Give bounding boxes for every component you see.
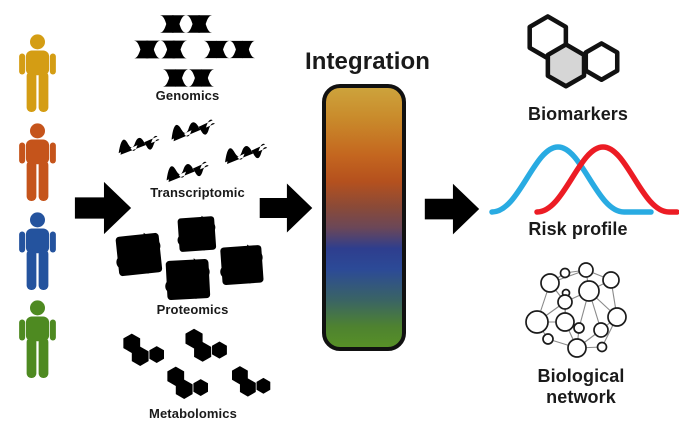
metabolomics-label: Metabolomics	[149, 406, 237, 421]
integration-gradient-bar	[322, 84, 406, 351]
rna-ribbon-icon-green	[160, 155, 213, 186]
proteomics-label: Proteomics	[156, 302, 229, 317]
integration-label: Integration	[304, 48, 431, 75]
risk-profile-label: Risk profile	[528, 219, 628, 239]
genomics-label: Genomics	[155, 88, 220, 103]
flow-arrow-2	[257, 178, 315, 238]
molecule-hexagons-icon-yellow	[226, 363, 275, 402]
person-blue-icon	[15, 211, 60, 291]
dna-helix-icon-orange	[132, 37, 189, 62]
biological-network-label: Biological network	[537, 366, 625, 407]
person-green-icon	[15, 299, 60, 379]
flow-arrow-3	[422, 178, 482, 240]
protein-ribbon-icon-yellow	[215, 241, 267, 289]
risk-curves-icon	[489, 144, 679, 215]
protein-ribbon-icon-salmon	[110, 229, 168, 280]
biomarkers-hexagons-icon	[527, 14, 620, 89]
person-gold-icon	[15, 33, 60, 113]
person-orange-icon	[15, 122, 60, 202]
dna-helix-icon-blue	[158, 12, 214, 36]
network-graph-icon	[525, 262, 627, 358]
rna-ribbon-icon-yellow	[218, 137, 272, 168]
flow-arrow-1	[72, 177, 134, 239]
biomarkers-label: Biomarkers	[527, 104, 629, 124]
molecule-hexagons-icon-blue	[179, 326, 232, 367]
molecule-hexagons-icon-green	[161, 365, 213, 403]
rna-ribbon-icon-orange	[113, 129, 163, 158]
dna-helix-icon-yellow	[202, 37, 257, 62]
rna-ribbon-icon-blue	[165, 112, 220, 145]
protein-ribbon-icon-green	[161, 256, 214, 305]
transcriptomic-label: Transcriptomic	[150, 185, 245, 200]
dna-helix-icon-green	[161, 66, 216, 90]
